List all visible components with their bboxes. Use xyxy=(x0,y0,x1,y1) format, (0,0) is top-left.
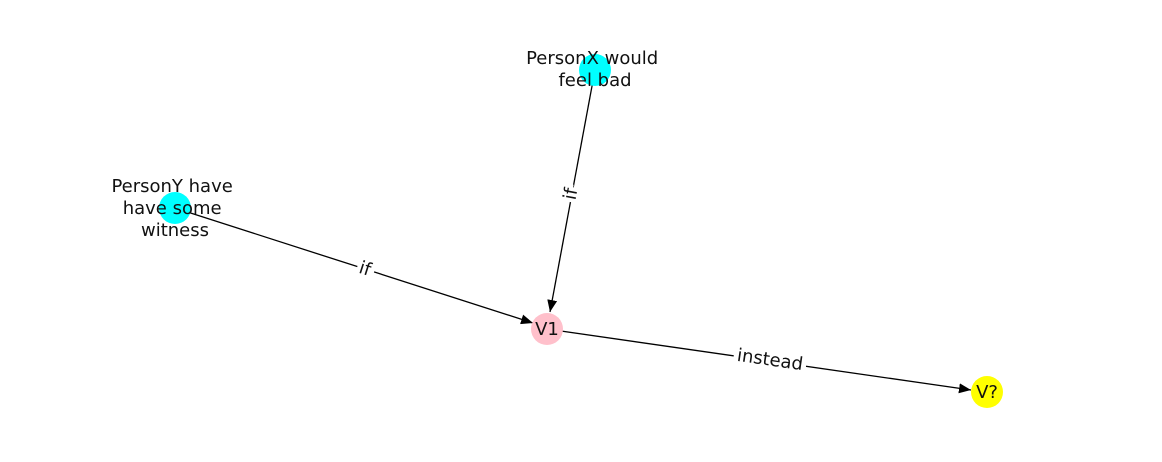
node-circle xyxy=(579,54,611,86)
edge-label-instead: instead xyxy=(736,345,805,375)
node-label-line: PersonX would xyxy=(526,48,658,69)
node-circle xyxy=(531,313,563,345)
node-label-line: PersonY have xyxy=(111,176,232,197)
node-label-line: feel bad xyxy=(558,70,631,91)
edge-line xyxy=(174,207,534,325)
edge-label-if: if xyxy=(560,186,583,202)
node-label: PersonY have have some witness xyxy=(111,176,238,241)
edge-v1-to-vq: instead xyxy=(546,328,972,394)
edge-line xyxy=(546,328,972,394)
edge-persony-to-v1: if xyxy=(174,207,534,325)
node-personx[interactable]: PersonX would feel bad xyxy=(526,48,664,91)
node-label-line: V1 xyxy=(535,319,559,340)
node-label-line: V? xyxy=(976,382,998,403)
edge-label-if: if xyxy=(356,257,374,281)
node-v1[interactable]: V1 xyxy=(531,313,563,345)
node-label-line: witness xyxy=(141,220,209,241)
node-label-line: have some xyxy=(123,198,222,219)
node-vq[interactable]: V? xyxy=(971,376,1003,408)
node-circle xyxy=(159,192,191,224)
node-persony[interactable]: PersonY have have some witness xyxy=(111,176,238,241)
node-label: V1 xyxy=(535,319,559,340)
node-label: PersonX would feel bad xyxy=(526,48,664,91)
node-label: V? xyxy=(976,382,998,403)
edge-line xyxy=(547,69,596,313)
node-circle xyxy=(971,376,1003,408)
edge-personx-to-v1: if xyxy=(547,69,596,313)
